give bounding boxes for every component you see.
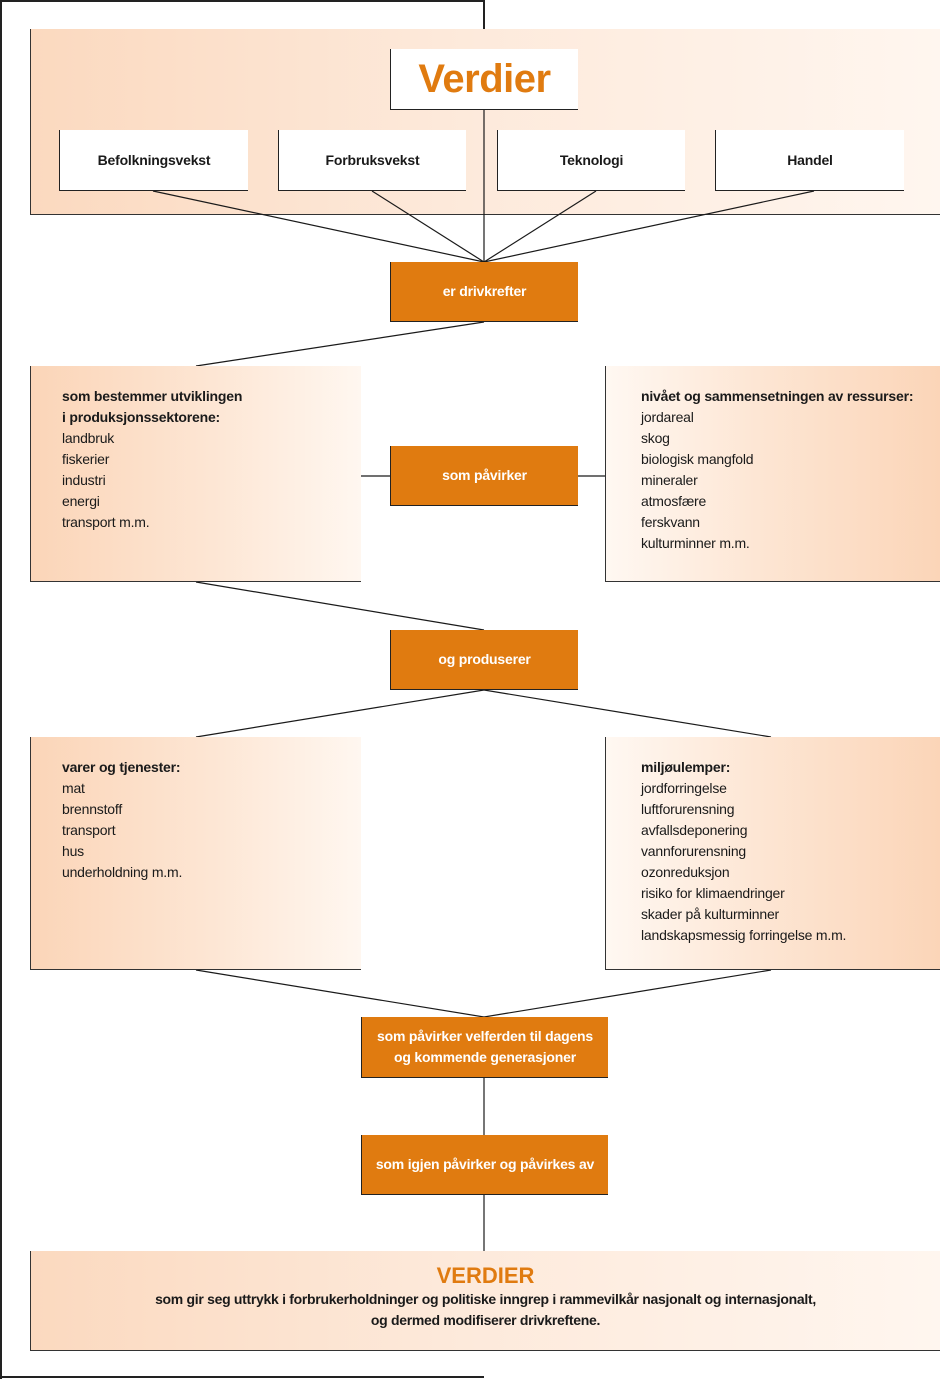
resources-heading: nivået og sammensetningen av ressurser: [641, 388, 914, 404]
connector-produserer-harms [483, 689, 772, 738]
list-item: transport [62, 822, 116, 838]
connector-forbruk [371, 190, 485, 263]
list-item: biologisk mangfold [641, 451, 754, 467]
list-item: avfallsdeponering [641, 822, 748, 838]
connector-goods-velferd [195, 969, 485, 1018]
sectors-panel: som bestemmer utviklingen i produksjonss… [30, 366, 361, 582]
sectors-heading: som bestemmer utviklingen i produksjonss… [62, 386, 361, 428]
verdier-title-box: Verdier [390, 49, 578, 110]
list-item: mat [62, 780, 85, 796]
sectors-heading-line: i produksjonssektorene: [62, 409, 220, 425]
step-label: som igjen påvirker og påvirkes av [375, 1156, 595, 1172]
harms-panel: miljøulemper: jordforringelse luftforure… [605, 737, 940, 970]
driver-label: Forbruksvekst [325, 152, 420, 168]
list-item: risiko for klimaendringer [641, 885, 785, 901]
list-item: vannforurensning [641, 843, 746, 859]
list-item: ozonreduksjon [641, 864, 730, 880]
list-item: jordareal [641, 409, 694, 425]
connector-drivkrefter-sectors [195, 321, 485, 367]
connector-harms-velferd [483, 969, 772, 1018]
step-velferd: som påvirker velferden til dagens og kom… [361, 1017, 608, 1078]
bottom-title: VERDIER [436, 1263, 535, 1288]
connector-produserer-goods [195, 689, 485, 738]
list-item: fiskerier [62, 451, 110, 467]
resources-list: jordareal skog biologisk mangfold minera… [641, 407, 940, 554]
connector-befolkning [152, 190, 485, 263]
list-item: skader på kulturminner [641, 906, 779, 922]
list-item: hus [62, 843, 84, 859]
harms-list: jordforringelse luftforurensning avfalls… [641, 778, 940, 946]
sectors-heading-line: som bestemmer utviklingen [62, 388, 243, 404]
step-label-line: som påvirker velferden til dagens [377, 1028, 593, 1044]
outer-frame-top-line [0, 0, 485, 2]
list-item: skog [641, 430, 670, 446]
connector-handel [483, 190, 815, 263]
step-drivkrefter: er drivkrefter [390, 262, 578, 322]
step-label: som påvirker [442, 467, 527, 483]
step-igjen: som igjen påvirker og påvirkes av [361, 1135, 608, 1195]
list-item: atmosfære [641, 493, 707, 509]
list-item: brennstoff [62, 801, 123, 817]
step-produserer: og produserer [390, 630, 578, 690]
bottom-text-line: som gir seg uttrykk i forbrukerholdninge… [155, 1291, 816, 1307]
step-label-line: og kommende generasjoner [394, 1049, 576, 1065]
list-item: energi [62, 493, 100, 509]
list-item: mineraler [641, 472, 698, 488]
bottom-text-line: og dermed modifiserer drivkreftene. [370, 1312, 601, 1328]
verdier-title: Verdier [418, 56, 551, 101]
list-item: landskapsmessig forringelse m.m. [641, 927, 847, 943]
outer-frame-right-line [483, 0, 485, 29]
goods-heading: varer og tjenester: [62, 759, 181, 775]
driver-label: Befolkningsvekst [97, 152, 211, 168]
driver-box-forbruksvekst: Forbruksvekst [278, 130, 466, 191]
step-label: er drivkrefter [442, 283, 527, 299]
sectors-list: landbruk fiskerier industri energi trans… [62, 428, 361, 533]
list-item: landbruk [62, 430, 115, 446]
list-item: ferskvann [641, 514, 700, 530]
list-item: industri [62, 472, 106, 488]
outer-frame-left-line [0, 0, 2, 1379]
connector-teknologi [483, 190, 597, 263]
driver-box-teknologi: Teknologi [497, 130, 685, 191]
list-item: kulturminner m.m. [641, 535, 750, 551]
step-pavirker: som påvirker [390, 446, 578, 506]
bottom-panel: VERDIER som gir seg uttrykk i forbrukerh… [30, 1251, 940, 1351]
list-item: underholdning m.m. [62, 864, 183, 880]
outer-frame-bottom-line [0, 1376, 484, 1378]
resources-panel: nivået og sammensetningen av ressurser: … [605, 366, 940, 582]
driver-box-handel: Handel [715, 130, 904, 191]
list-item: jordforringelse [641, 780, 727, 796]
connector-sectors-produserer [195, 581, 485, 631]
harms-heading: miljøulemper: [641, 759, 731, 775]
driver-label: Teknologi [559, 152, 624, 168]
step-label: og produserer [438, 651, 531, 667]
goods-list: mat brennstoff transport hus underholdni… [62, 778, 361, 883]
list-item: transport m.m. [62, 514, 150, 530]
driver-box-befolkningsvekst: Befolkningsvekst [59, 130, 248, 191]
driver-label: Handel [787, 152, 833, 168]
list-item: luftforurensning [641, 801, 735, 817]
goods-panel: varer og tjenester: mat brennstoff trans… [30, 737, 361, 970]
